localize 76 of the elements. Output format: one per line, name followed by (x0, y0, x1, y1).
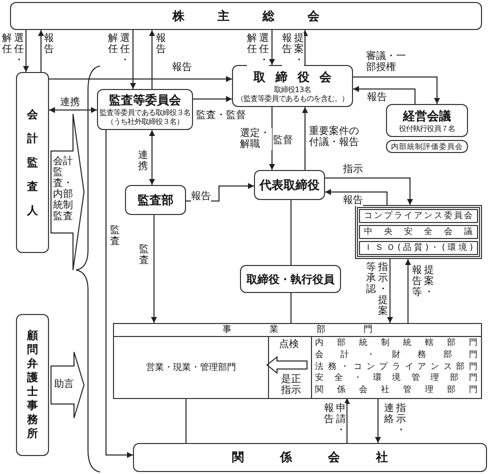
arrow (186, 183, 254, 202)
edge-label: 監査 (110, 225, 120, 247)
arrow (149, 30, 155, 90)
rounded-box (16, 314, 49, 456)
rounded-box (16, 72, 49, 253)
table-header: 事業部門 (114, 324, 481, 337)
note-label: 監督 (273, 135, 293, 146)
edge-label: 報告 (172, 62, 192, 73)
box-title: 経営会議 (403, 108, 451, 124)
committee-box: 中央安全会議 (359, 225, 478, 239)
rounded-box: 関係会社 (133, 443, 487, 472)
arrow (48, 76, 232, 82)
edge-label: 点検 (279, 339, 299, 350)
department-name: 法務・コンプライアンス部門 (315, 362, 478, 372)
committee-box: ＩＳＯ(品質)・(環境) (359, 241, 478, 255)
edge-label: 選定・解職 (240, 128, 272, 150)
connector-line (290, 200, 292, 266)
note-label: 是正指示 (281, 374, 301, 396)
rounded-box: 監査部 (125, 185, 186, 215)
arrow (324, 189, 388, 206)
arrow (269, 106, 275, 170)
arrow (324, 178, 413, 206)
arrow (302, 30, 308, 66)
department-name: 会計・財務部門 (315, 350, 478, 362)
block-arrow (266, 356, 308, 374)
edge-label: 選任・解任 (247, 33, 269, 66)
edge-label: 報告 (44, 33, 54, 55)
department-name: 安全・環境管理部門 (315, 373, 478, 385)
arrow (106, 130, 134, 458)
edge-label: 監査・監督 (196, 110, 246, 121)
edge-label: 会計監査・内部統制監査 (53, 156, 73, 222)
arrow (405, 258, 411, 324)
connector-line (290, 292, 292, 324)
rounded-box: 株主総会 (10, 2, 482, 30)
arrow (192, 96, 232, 102)
box-title: 監査等委員会 (109, 93, 181, 108)
edge-label: 監査 (139, 244, 149, 266)
edge-label: 報告 (343, 195, 363, 206)
edge-label: 連携 (60, 97, 80, 108)
arrow (302, 106, 308, 170)
edge-label: 助言 (54, 379, 74, 390)
rounded-box (386, 104, 468, 137)
arrow (48, 107, 98, 113)
committee-box: コンプライアンス委員会 (359, 209, 478, 223)
arrow (375, 398, 381, 444)
edge-label: 指示・提案等承認 (366, 262, 388, 317)
arrow (151, 214, 157, 324)
arrow (352, 76, 440, 104)
department-name: 関係会社管理部門 (315, 385, 478, 397)
edge-label: 報告 (156, 33, 166, 55)
vertical-label: 顧問弁護士事務所 (27, 329, 38, 441)
vertical-label: 会計監査人 (27, 106, 38, 218)
arrow (387, 258, 393, 324)
rounded-box (232, 65, 353, 107)
arrow (149, 130, 155, 186)
rounded-box: 取締役・執行役員 (240, 265, 341, 293)
block-arrow (50, 352, 85, 418)
arrow (23, 30, 29, 72)
arrow (130, 30, 136, 90)
arrow (352, 86, 416, 104)
rounded-box (97, 89, 193, 130)
edge-label: 提案・報告 (282, 33, 304, 66)
edge-label: 連携 (138, 150, 148, 172)
edge-label: 提案・報告等 (412, 265, 434, 298)
rounded-box: 代表取締役 (254, 170, 325, 200)
table-cell: 営業・現業・管理部門 (114, 337, 269, 398)
edge-label: 報告 (367, 92, 387, 103)
committee-group-box (355, 205, 482, 259)
arrow (38, 30, 44, 72)
arrow (269, 30, 275, 66)
box-title: 取締役会 (252, 70, 342, 84)
edge-label: 報告 (191, 191, 211, 202)
department-name: 内部統制統轄部門 (315, 338, 478, 350)
edge-label: 指示 (343, 164, 363, 175)
arrow (344, 398, 350, 444)
block-arrow (50, 114, 84, 270)
